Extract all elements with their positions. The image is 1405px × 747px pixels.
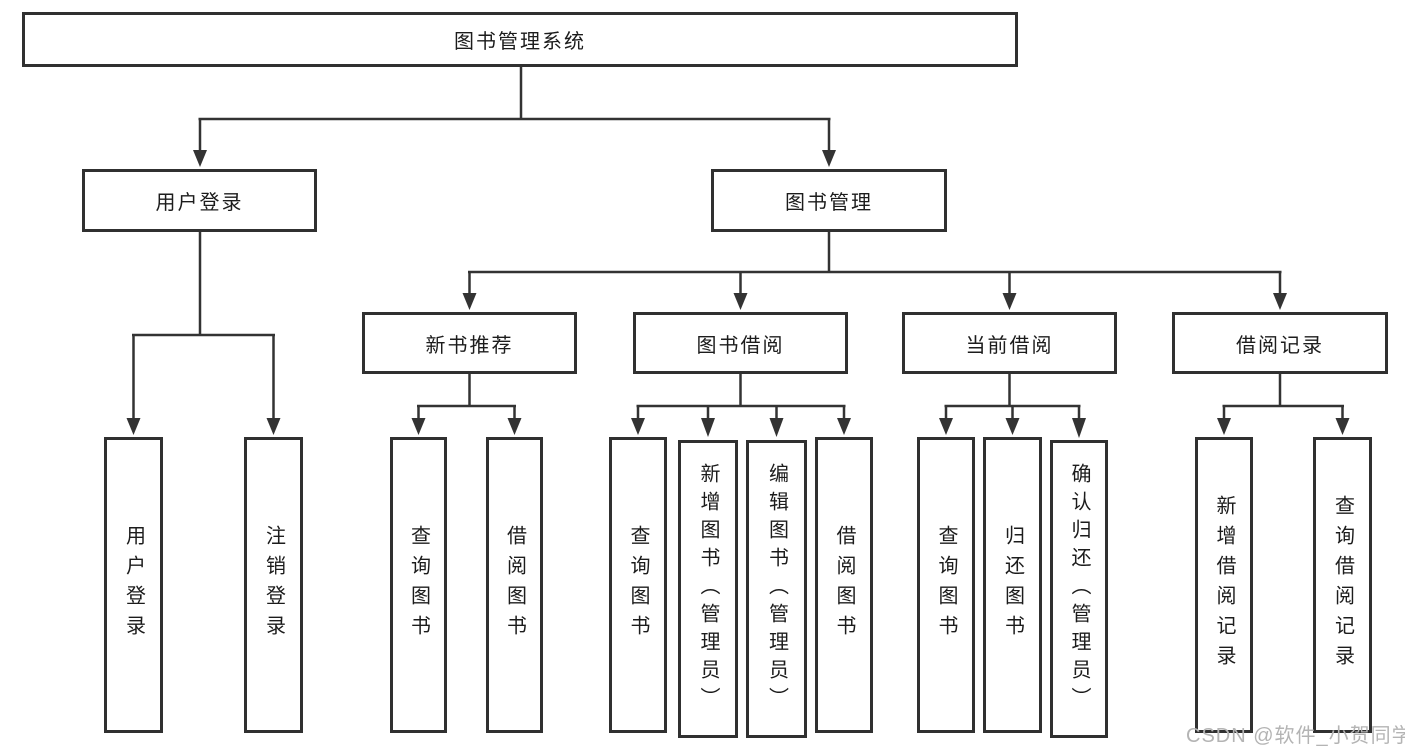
leaf-recommend-borrow-books-label: 借阅图书 [503,525,526,645]
leaf-logout-label: 注销登录 [262,525,285,645]
leaf-recommend-query-books-label: 查询图书 [407,525,430,645]
leaf-query-borrow-record-label: 查询借阅记录 [1331,495,1354,675]
node-user-login-label: 用户登录 [155,192,244,214]
leaf-current-query-books-label: 查询图书 [935,525,957,645]
leaf-confirm-return-admin: 确认归还（管理员） [1050,440,1108,738]
leaf-recommend-borrow-books: 借阅图书 [486,437,543,733]
node-book-borrow-label: 图书借阅 [696,334,785,357]
leaf-current-query-books: 查询图书 [917,437,975,733]
watermark: CSDN @软件_小贺同学 [1186,725,1405,747]
leaf-borrow-query-books-label: 查询图书 [627,525,649,645]
leaf-edit-books-admin: 编辑图书（管理员） [746,440,807,738]
leaf-add-borrow-record: 新增借阅记录 [1195,437,1253,733]
leaf-borrow-query-books: 查询图书 [609,437,667,733]
leaf-user-login: 用户登录 [104,437,163,733]
leaf-add-books-admin: 新增图书（管理员） [678,440,738,738]
node-new-book-recommend: 新书推荐 [362,312,577,374]
leaf-user-login-label: 用户登录 [122,525,145,645]
leaf-confirm-return-admin-label: 确认归还（管理员） [1068,463,1090,715]
node-current-borrow-label: 当前借阅 [965,334,1054,357]
node-book-management-label: 图书管理 [785,192,873,214]
leaf-query-borrow-record: 查询借阅记录 [1313,437,1372,733]
leaf-recommend-query-books: 查询图书 [390,437,447,733]
leaf-add-borrow-record-label: 新增借阅记录 [1213,495,1235,675]
node-book-borrow: 图书借阅 [633,312,848,374]
leaf-edit-books-admin-label: 编辑图书（管理员） [765,463,788,715]
node-current-borrow: 当前借阅 [902,312,1117,374]
node-new-book-recommend-label: 新书推荐 [425,334,514,357]
leaf-add-books-admin-label: 新增图书（管理员） [697,463,719,715]
leaf-borrow-borrow-books-label: 借阅图书 [833,525,855,645]
leaf-return-books: 归还图书 [983,437,1042,733]
leaf-borrow-borrow-books: 借阅图书 [815,437,873,733]
leaf-return-books-label: 归还图书 [1001,525,1024,645]
node-borrow-records-label: 借阅记录 [1236,334,1324,357]
node-book-management: 图书管理 [711,169,947,232]
node-root-system: 图书管理系统 [22,12,1018,67]
node-borrow-records: 借阅记录 [1172,312,1388,374]
node-root-system-label: 图书管理系统 [454,31,586,53]
node-user-login: 用户登录 [82,169,317,232]
leaf-logout: 注销登录 [244,437,303,733]
